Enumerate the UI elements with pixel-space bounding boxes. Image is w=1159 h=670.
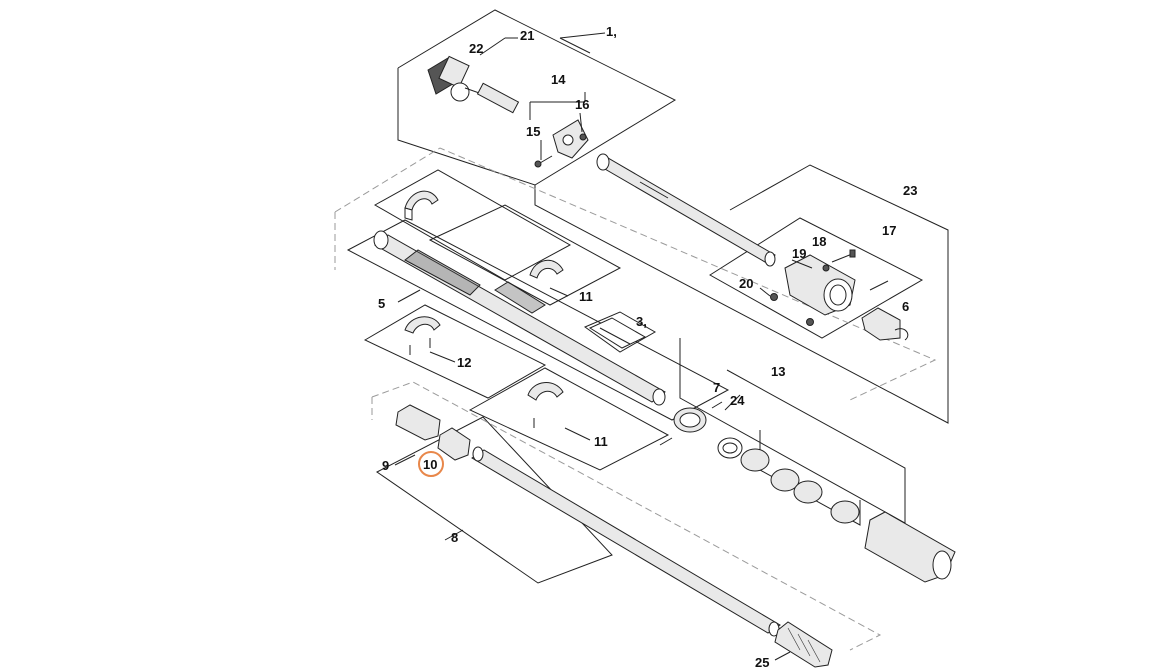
callout-3[interactable]: 3, (636, 314, 647, 329)
highlight-ring-part-10 (418, 451, 444, 477)
part-18-bolt (831, 249, 856, 263)
part-17-clamp (784, 254, 856, 316)
callout-20[interactable]: 20 (739, 276, 753, 291)
part-24-seal (722, 442, 738, 454)
callout-19[interactable]: 19 (792, 246, 806, 261)
part-3-label (588, 317, 647, 349)
callout-8[interactable]: 8 (451, 530, 458, 545)
callout-labels: 1, 21 22 14 16 15 23 17 18 19 20 6 11 5 … (378, 24, 917, 670)
callout-21[interactable]: 21 (520, 28, 534, 43)
callout-16[interactable]: 16 (575, 97, 589, 112)
part-7-pin (659, 401, 723, 446)
callout-11-bottom[interactable]: 11 (594, 434, 608, 449)
part-9-coupling (395, 404, 441, 441)
part-13-bearing-stack (673, 407, 860, 524)
callout-5[interactable]: 5 (378, 296, 385, 311)
callout-14[interactable]: 14 (551, 72, 566, 87)
part-20-nut (770, 293, 814, 326)
callout-15[interactable]: 15 (526, 124, 540, 139)
callout-1[interactable]: 1, (606, 24, 617, 39)
part-15-screw (534, 155, 553, 168)
part-25-drive-spring (774, 621, 833, 668)
part-11-top-clamp-shells (404, 190, 564, 279)
callout-24[interactable]: 24 (730, 393, 745, 408)
callout-18[interactable]: 18 (812, 234, 826, 249)
part-19-nut (822, 264, 830, 272)
callout-7[interactable]: 7 (713, 380, 720, 395)
callout-leaders (394, 32, 813, 661)
callout-22[interactable]: 22 (469, 41, 483, 56)
part-11-bottom-clamp-shell (527, 382, 564, 428)
part-12-clamp-screws (404, 316, 441, 355)
callout-10[interactable]: 10 (423, 457, 437, 472)
part-17-bolt (869, 280, 889, 291)
callout-9[interactable]: 9 (382, 458, 389, 473)
part-6-gear-head-coupling (861, 307, 909, 341)
callout-25[interactable]: 25 (755, 655, 769, 670)
callout-13[interactable]: 13 (771, 364, 785, 379)
part-23-shaft-upper (596, 153, 776, 267)
part-5-drive-tube-grip (373, 230, 666, 406)
gear-housing-tip (864, 511, 956, 583)
callout-23[interactable]: 23 (903, 183, 917, 198)
callout-17[interactable]: 17 (882, 223, 896, 238)
part-10-sleeve (437, 427, 471, 461)
part-14-switch-housing (552, 119, 589, 159)
part-8-drive-shaft (471, 446, 781, 637)
part-21-22-harness (427, 55, 520, 114)
callout-12[interactable]: 12 (457, 355, 471, 370)
callout-6[interactable]: 6 (902, 299, 909, 314)
callout-11-top[interactable]: 11 (579, 289, 593, 304)
